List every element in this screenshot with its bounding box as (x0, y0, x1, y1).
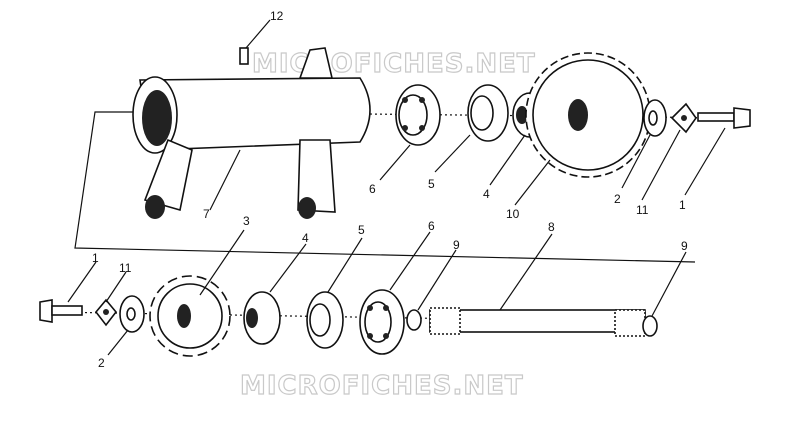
tube-housing (132, 47, 371, 219)
lock-washer-lower (94, 298, 118, 327)
bearing-lower (359, 289, 405, 355)
callout-1-upper: 1 (679, 198, 686, 212)
callout-11-upper: 11 (636, 203, 649, 217)
grease-fitting (239, 47, 249, 65)
callout-2-upper: 2 (614, 192, 621, 206)
callout-12: 12 (270, 9, 284, 23)
callout-9-left: 9 (453, 238, 460, 252)
watermark-top: MICROFICHES.NET (252, 49, 536, 79)
callout-8: 8 (548, 220, 555, 234)
callout-1-lower: 1 (92, 251, 99, 265)
callout-4-upper: 4 (483, 187, 490, 201)
washer-lower (119, 295, 145, 333)
o-ring-left (406, 309, 422, 331)
callout-5-upper: 5 (428, 177, 435, 191)
callout-4-lower: 4 (302, 231, 309, 245)
collar-lower (243, 291, 281, 345)
callout-7: 7 (203, 207, 210, 221)
bolt-lower (39, 299, 83, 323)
lock-washer-upper (670, 102, 697, 134)
watermark-bottom: MICROFICHES.NET (240, 371, 524, 401)
o-ring-right (642, 315, 658, 337)
callout-11-lower: 11 (119, 261, 132, 275)
bolt-upper (697, 107, 751, 129)
bearing-upper (395, 84, 441, 146)
callout-9-right: 9 (681, 239, 688, 253)
callout-2-lower: 2 (98, 356, 105, 370)
callout-3: 3 (243, 214, 250, 228)
small-sprocket (149, 275, 231, 357)
callout-6-upper: 6 (369, 182, 376, 196)
callout-10: 10 (506, 207, 520, 221)
callout-6-lower: 6 (428, 219, 435, 233)
washer-upper (643, 99, 667, 137)
spacer-upper (467, 84, 509, 142)
leader-lines (67, 19, 726, 356)
large-sprocket (525, 52, 651, 178)
spacer-lower (306, 291, 344, 349)
axle-shaft (429, 307, 646, 337)
callout-5-lower: 5 (358, 223, 365, 237)
